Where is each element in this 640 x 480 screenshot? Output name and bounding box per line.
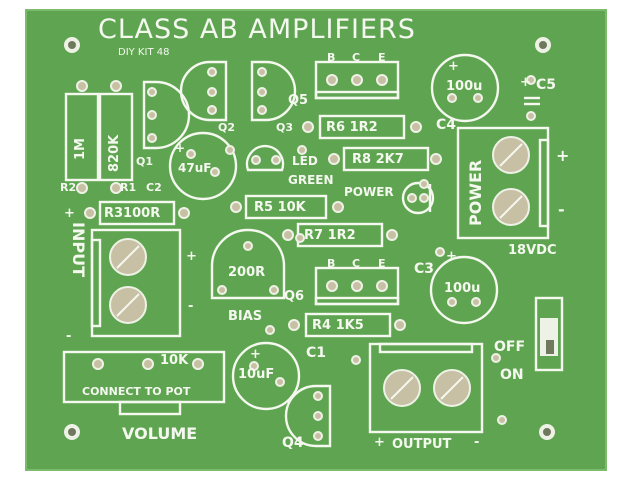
c3-value-label: 100u [444, 281, 481, 296]
c3-capacitor [429, 255, 499, 325]
c2-label: C2 [146, 181, 162, 194]
r3-label: R3100R [104, 206, 161, 221]
connect-label: CONNECT TO POT [82, 385, 191, 398]
c2-plus: + [175, 141, 186, 155]
q4-label: Q4 [282, 435, 304, 451]
input-plus: + [64, 206, 75, 221]
r6-resistor [302, 114, 422, 140]
q3-transistor [250, 60, 297, 122]
kit-number: DIY KIT 48 [118, 47, 170, 58]
bias-trimpot [210, 228, 286, 300]
q1-transistor [142, 80, 191, 150]
r1-label: R1 [120, 181, 137, 194]
input-plus-right: + [186, 249, 197, 264]
power-plus: + [556, 146, 570, 165]
power-switch [534, 296, 564, 372]
r7-label: R7 1R2 [304, 228, 356, 243]
r5-resistor [230, 194, 344, 220]
c5-label: C5 [536, 77, 557, 93]
c3-plus: + [446, 249, 457, 264]
mounting-holes [64, 37, 555, 440]
c5-capacitor [524, 75, 540, 121]
c4-capacitor [430, 53, 500, 123]
r2-value-label: 1M [73, 138, 88, 160]
c1-label: C1 [306, 345, 327, 361]
board-title: CLASS AB AMPLIFIERS [98, 14, 416, 45]
q6-b: B [327, 257, 336, 270]
q5-b: B [327, 51, 336, 64]
c3-label: C3 [414, 261, 435, 277]
c2-capacitor [168, 131, 238, 201]
q4-transistor [284, 384, 332, 448]
q6-c: C [352, 257, 361, 270]
vias [225, 145, 507, 425]
c1-capacitor [231, 341, 301, 411]
r1-resistor [98, 80, 134, 194]
input-minus-right: - [188, 299, 194, 314]
r3-resistor [84, 200, 190, 226]
off-label: OFF [494, 339, 526, 355]
input-minus: - [66, 329, 72, 344]
q6-transistor [314, 266, 400, 306]
r8-label: R8 2K7 [352, 152, 404, 167]
led-component [245, 144, 285, 172]
c4-value-label: 100u [446, 79, 483, 94]
r2-label: R2 [60, 181, 77, 194]
r6-label: R6 1R2 [326, 120, 378, 135]
r1-value-label: 820K [107, 134, 122, 172]
power-led-label: POWER [344, 185, 394, 199]
c5-plus: + [520, 75, 531, 90]
pot-value-label: 10K [160, 353, 189, 368]
input-terminal [90, 228, 182, 338]
c1-value-label: 10uF [238, 367, 275, 382]
on-label: ON [500, 367, 524, 383]
q1-label: Q1 [136, 155, 154, 168]
output-label: OUTPUT [392, 437, 452, 452]
r4-label: R4 1K5 [312, 318, 364, 333]
r5-label: R5 10K [254, 200, 306, 215]
vdc-label: 18VDC [508, 243, 557, 258]
output-minus: - [474, 435, 480, 450]
bias-label: BIAS [228, 309, 263, 324]
power-terminal-label: POWER [466, 159, 485, 226]
c2-value-label: 47uF [178, 161, 212, 175]
r8-resistor [328, 146, 442, 172]
q5-e: E [378, 51, 386, 64]
input-label: INPUT [69, 222, 88, 277]
volume-pot [62, 350, 226, 416]
q6-e: E [378, 257, 386, 270]
power-terminal [456, 126, 550, 240]
output-plus: + [374, 435, 385, 450]
c4-label: C4 [436, 117, 457, 133]
green-label: GREEN [288, 173, 334, 187]
c4-plus: + [448, 59, 459, 74]
q2-label: Q2 [218, 121, 236, 134]
r2-resistor [64, 80, 100, 194]
bias-value-label: 200R [228, 265, 266, 280]
q5-transistor [314, 60, 400, 100]
q2-transistor [179, 60, 228, 122]
volume-label: VOLUME [122, 424, 198, 443]
c1-plus: + [250, 347, 261, 362]
q5-c: C [352, 51, 361, 64]
led-label: LED [292, 154, 318, 168]
q3-label: Q3 [276, 121, 294, 134]
output-terminal [368, 342, 484, 434]
power-minus: - [558, 200, 565, 219]
q6-label: Q6 [284, 289, 305, 304]
r4-resistor [288, 312, 406, 338]
power-led [401, 181, 435, 215]
q5-label: Q5 [288, 93, 309, 108]
